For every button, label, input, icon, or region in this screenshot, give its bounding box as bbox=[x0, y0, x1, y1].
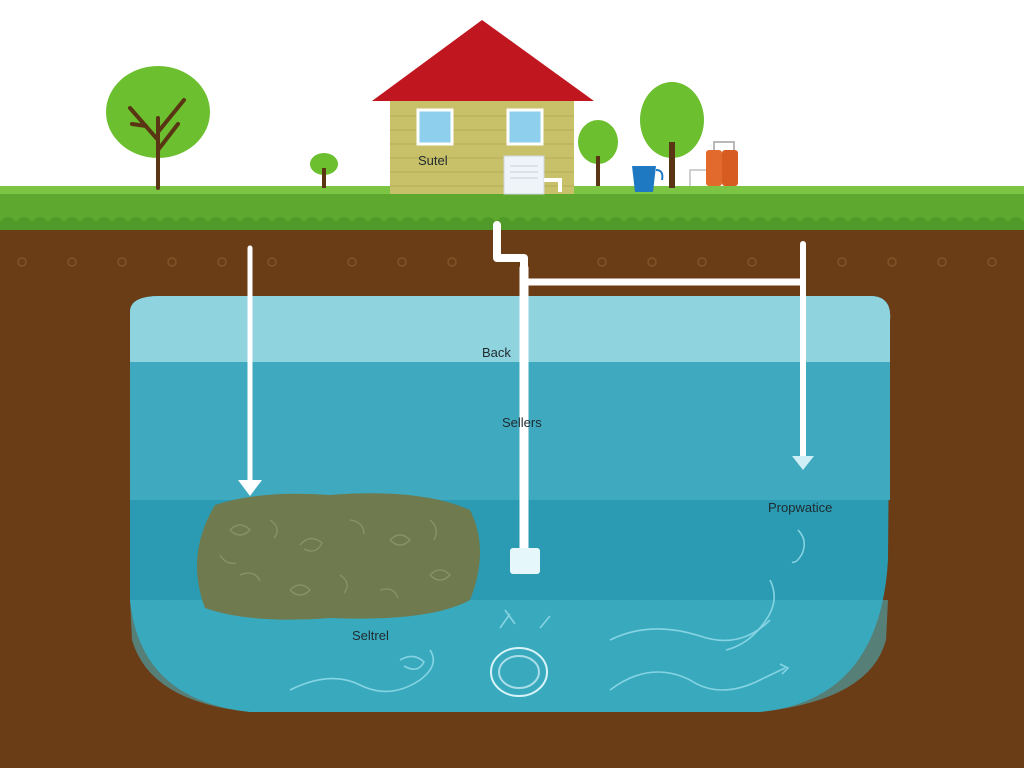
tree-mid-right bbox=[578, 120, 618, 186]
water-flow-arrows bbox=[289, 529, 806, 693]
propwatice-label: Propwatice bbox=[768, 500, 833, 515]
house-label: Sutel bbox=[418, 153, 448, 168]
pipe-network bbox=[238, 221, 814, 553]
soil-texture bbox=[17, 257, 997, 267]
house-outlet-pipe bbox=[493, 221, 528, 272]
tree-small-left bbox=[310, 153, 338, 188]
house bbox=[372, 20, 594, 195]
left-pipe-arrow bbox=[238, 480, 262, 496]
back-label: Back bbox=[482, 345, 511, 360]
house-roof bbox=[372, 20, 594, 101]
tree-right bbox=[640, 82, 704, 188]
sediment-deposit bbox=[197, 493, 480, 620]
tree-large-left bbox=[106, 66, 210, 190]
water-tanks bbox=[689, 141, 738, 186]
pump-head bbox=[510, 548, 540, 574]
house-window-left bbox=[416, 108, 454, 146]
right-pipe-arrow bbox=[792, 456, 814, 470]
pump-intake-ring bbox=[490, 647, 548, 697]
pump-unit bbox=[503, 155, 545, 195]
house-window-right bbox=[506, 108, 544, 146]
sellers-label: Sellers bbox=[502, 415, 542, 430]
aquifer-water bbox=[130, 296, 891, 712]
water-bucket bbox=[632, 166, 664, 192]
sediment-label: Seltrel bbox=[352, 628, 389, 643]
